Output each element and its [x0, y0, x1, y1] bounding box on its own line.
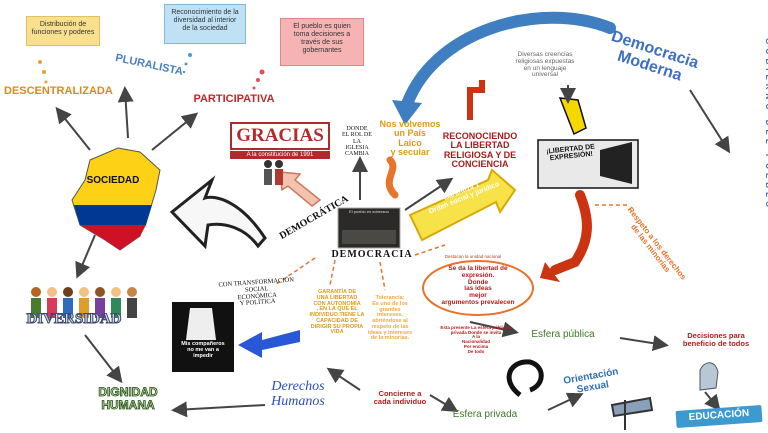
arrow-dignidad — [84, 334, 123, 384]
arrow-diversidad — [75, 234, 96, 279]
arrow-esfera-publica — [469, 321, 519, 338]
label-unidad-nacional: Destacan la unidad nacional — [444, 254, 502, 259]
label-pais-laico: Nos volvemos un País Laico y secular — [379, 119, 441, 158]
label-sociedad: SOCIEDAD — [86, 175, 140, 186]
arrow-concierne — [326, 367, 361, 391]
label-diversas: Diversas creencias religiosas expuestas … — [515, 51, 575, 79]
orange-arrow — [385, 156, 399, 199]
label-gobierno-pueblo: GOBIERNO DEL PUEBLO — [764, 38, 768, 212]
arrow-pluralista — [117, 86, 134, 139]
label-democracia: DEMOCRACIA — [331, 249, 413, 260]
red-arrow-right — [550, 190, 592, 275]
pink-arrow — [279, 171, 322, 207]
red-arrow-right-head — [540, 262, 560, 282]
arrow-participativa — [151, 112, 199, 151]
note-reconocimiento: Reconocimiento de la diversidad al inter… — [164, 4, 246, 44]
label-fist-caption: Mis compañeros no me van a impedir — [181, 341, 225, 359]
note-distribucion: Distribución de funciones y poderes — [26, 16, 100, 46]
note-pueblo: El pueblo es quien toma decisiones a tra… — [280, 18, 364, 66]
label-esfera-publica: Esfera pública — [531, 329, 595, 340]
label-descentralizada: DESCENTRALIZADA — [4, 85, 113, 97]
label-tolerancia: Tolerancia: Es uno de los grandes intere… — [367, 295, 413, 342]
couple-icon — [264, 160, 283, 185]
arrow-derechos — [171, 401, 266, 418]
dashed-tolerancia — [379, 261, 386, 291]
dashed-unidad — [414, 244, 446, 256]
big-left-arrow — [169, 175, 267, 250]
label-decisiones: Decisiones para beneficio de todos — [682, 331, 750, 348]
yellow-arrow-fill — [558, 97, 587, 136]
curved-arrow-blue-head — [392, 100, 422, 125]
dashed-garantia — [329, 259, 336, 286]
arrow-decisiones — [619, 335, 669, 352]
label-reconociendo: RECONOCIENDO LA LIBERTAD RELIGIOSA Y DE … — [442, 131, 518, 170]
curved-arrow-blue — [399, 11, 616, 116]
label-dignidad: DIGNIDAD HUMANA — [98, 385, 158, 412]
yellow-banner — [408, 168, 517, 242]
swirl-arrow — [506, 359, 544, 397]
label-participativa: PARTICIPATIVA — [193, 93, 275, 105]
label-diversidad: DIVERSIDAD — [26, 311, 122, 327]
blue-arrow — [238, 330, 300, 358]
label-gracias-sub: A la constitución de 1991 — [230, 151, 330, 160]
label-esfera-privada: Esfera privada — [452, 409, 518, 420]
arrow-orientacion — [547, 392, 584, 411]
people-group-icon — [31, 287, 137, 318]
arrow-educacion — [704, 391, 721, 412]
colombia-map — [71, 147, 161, 251]
label-esfera-text: Esta presente La esfera pública y privad… — [440, 325, 512, 354]
label-derechos: Derechos Humanos — [271, 379, 325, 409]
arrow-descentralizada — [55, 106, 91, 151]
arrow-moderna — [689, 89, 731, 154]
label-gracias: GRACIAS — [230, 122, 330, 150]
arrow-esfera-privada — [429, 394, 459, 413]
red-arrow-top — [467, 80, 485, 120]
label-poster: El pueblo es soberano — [349, 209, 389, 214]
label-concierne: Concierne a cada individuo — [373, 389, 427, 406]
dashed-transformacion — [274, 257, 316, 286]
label-libertad-text: Se da la libertad de expresión. Donde la… — [441, 265, 515, 307]
orientation-sign-icon — [610, 396, 654, 430]
arrow-reconociendo — [404, 177, 454, 211]
hand-icon — [699, 362, 719, 391]
orange-ellipse — [422, 260, 534, 316]
label-garantia-libertad: GARANTÍA DE UNA LIBERTAD CON AUTONOMÍA ,… — [309, 289, 365, 336]
label-donde-rol: DONDE EL ROL DE LA IGLESIA CAMBIA — [342, 126, 372, 158]
